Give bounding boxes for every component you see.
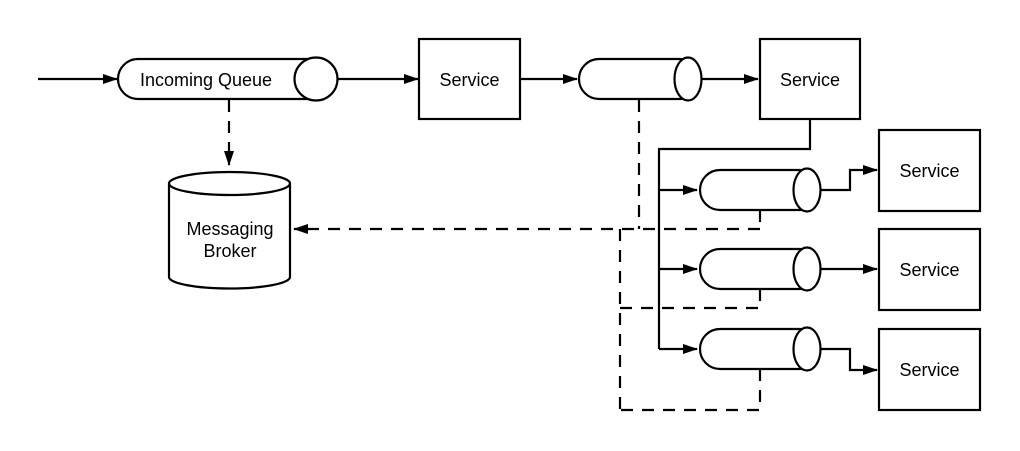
node-queue-3: [698, 167, 822, 213]
service-3-box: [877, 128, 982, 213]
queue-2-end-ellipse: [673, 56, 703, 102]
node-queue-2: [577, 56, 703, 102]
queue-5-end-ellipse: [792, 326, 822, 372]
node-service-3: Service: [877, 128, 982, 213]
node-queue-5: [698, 326, 822, 372]
service-1-label: Service: [439, 70, 499, 90]
service-1-box: [417, 37, 522, 121]
incoming-queue-end-circle: [293, 56, 339, 102]
service-5-box: [877, 327, 982, 412]
service-4-box: [877, 227, 982, 312]
node-incoming-queue: Incoming Queue: [116, 56, 339, 102]
node-service-2: Service: [758, 37, 862, 121]
edge-queue-3-to-service-3: [820, 165, 878, 192]
dashed-edge-queue-5-to-bus: [620, 369, 762, 412]
edge-queue-5-to-service-5: [820, 347, 878, 375]
broker-label-line-2: Broker: [203, 241, 256, 261]
service-4-label: Service: [899, 260, 959, 280]
service-2-box: [758, 37, 862, 121]
node-service-4: Service: [877, 227, 982, 312]
queue-3-end-ellipse: [792, 167, 822, 213]
node-service-1: Service: [417, 37, 522, 121]
service-3-label: Service: [899, 161, 959, 181]
broker-label-line-1: Messaging: [186, 219, 273, 239]
queue-4-end-ellipse: [792, 246, 822, 292]
node-messaging-broker: Messaging Broker: [167, 170, 292, 290]
incoming-queue-label: Incoming Queue: [140, 70, 272, 90]
node-queue-4: [698, 246, 822, 292]
broker-cylinder-rim: [167, 183, 292, 197]
node-service-5: Service: [877, 327, 982, 412]
broker-cylinder-body: [167, 170, 292, 290]
dashed-edge-queue-4-to-bus: [620, 289, 762, 310]
service-2-label: Service: [780, 70, 840, 90]
edge-service-2-fanout-trunk: [657, 119, 812, 349]
service-5-label: Service: [899, 360, 959, 380]
